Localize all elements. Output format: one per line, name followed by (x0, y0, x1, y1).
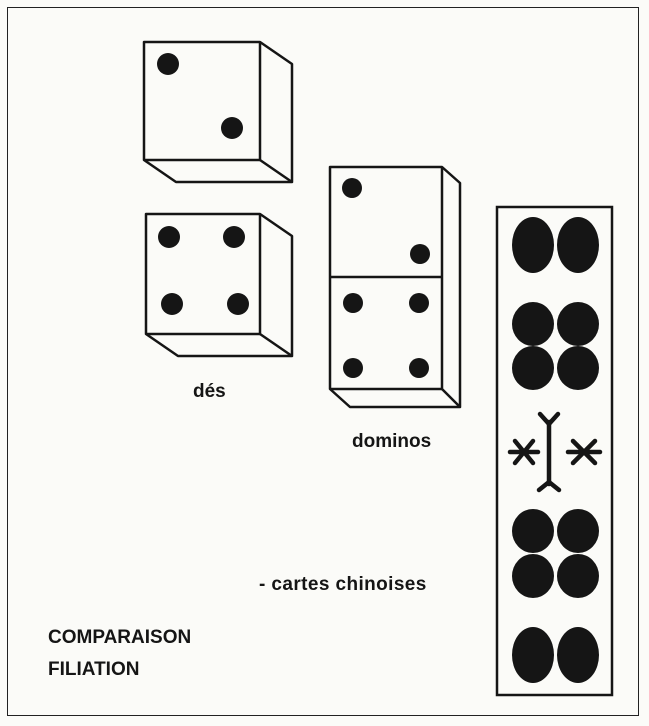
domino-pip (409, 293, 429, 313)
title-line-1: COMPARAISON (48, 627, 191, 649)
domino-pip (409, 358, 429, 378)
domino-pip (343, 358, 363, 378)
title-line-2: FILIATION (48, 659, 139, 681)
domino-pip (410, 244, 430, 264)
die-two-pip (221, 117, 243, 139)
die-four-pip (227, 293, 249, 315)
dice-label: dés (193, 381, 226, 403)
die-four-pip (223, 226, 245, 248)
chinese-cards-label: - cartes chinoises (259, 574, 427, 596)
domino-pip (342, 178, 362, 198)
die-four-pip (161, 293, 183, 315)
die-four-pip (158, 226, 180, 248)
die-two-pip (157, 53, 179, 75)
dominos-label: dominos (352, 431, 431, 453)
domino-pip (343, 293, 363, 313)
